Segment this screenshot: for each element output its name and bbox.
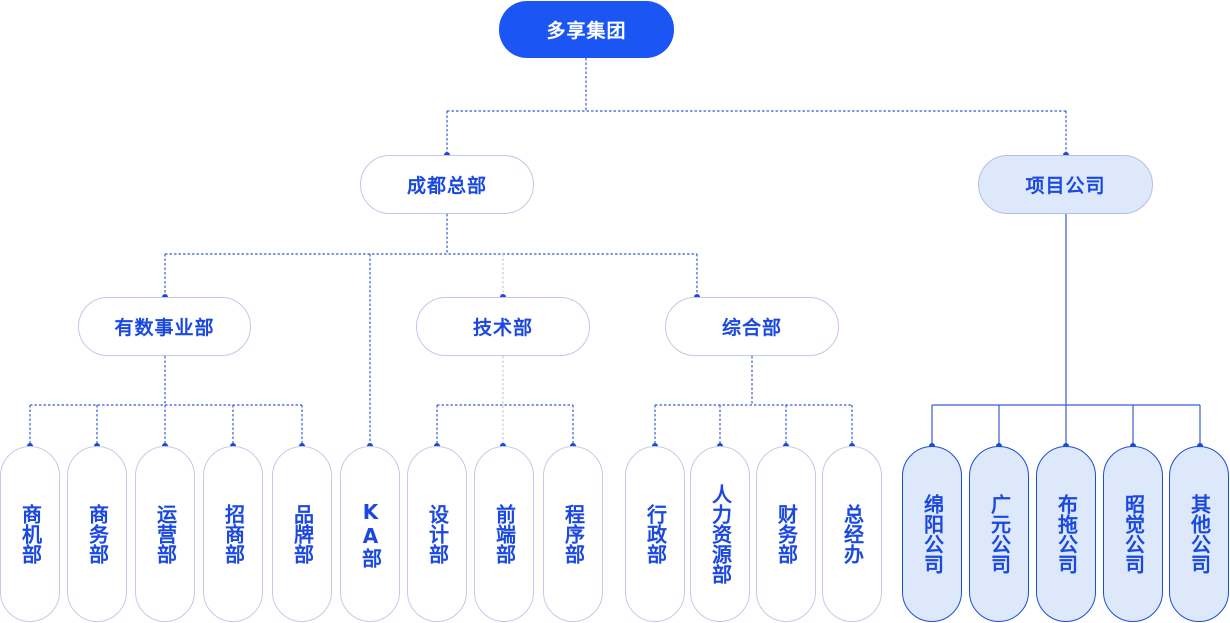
leaf-finance: 财务部 xyxy=(756,446,816,622)
leaf-operations: 运营部 xyxy=(135,446,195,622)
leaf-business-opportunity: 商机部 xyxy=(0,446,60,622)
leaf-brand: 品牌部 xyxy=(272,446,332,622)
leaf-frontend: 前端部 xyxy=(474,446,534,622)
node-general-dept: 综合部 xyxy=(665,297,839,356)
leaf-guangyuan-company: 广元公司 xyxy=(969,446,1029,622)
node-project-company: 项目公司 xyxy=(978,155,1153,214)
leaf-ka: KA部 xyxy=(340,446,400,622)
leaf-investment: 招商部 xyxy=(203,446,263,622)
leaf-butuo-company: 布拖公司 xyxy=(1036,446,1096,622)
leaf-backend: 程序部 xyxy=(543,446,603,622)
root-node: 多享集团 xyxy=(499,1,674,58)
node-youshu-division: 有数事业部 xyxy=(78,297,251,356)
leaf-design: 设计部 xyxy=(407,446,467,622)
leaf-zhaojue-company: 昭觉公司 xyxy=(1103,446,1163,622)
leaf-hr: 人力资源部 xyxy=(690,446,750,622)
leaf-admin: 行政部 xyxy=(625,446,685,622)
leaf-commerce: 商务部 xyxy=(67,446,127,622)
leaf-mianyang-company: 绵阳公司 xyxy=(902,446,962,622)
leaf-other-companies: 其他公司 xyxy=(1169,446,1229,622)
node-tech-dept: 技术部 xyxy=(416,297,590,356)
leaf-gm-office: 总经办 xyxy=(822,446,882,622)
node-chengdu-hq: 成都总部 xyxy=(360,155,534,214)
